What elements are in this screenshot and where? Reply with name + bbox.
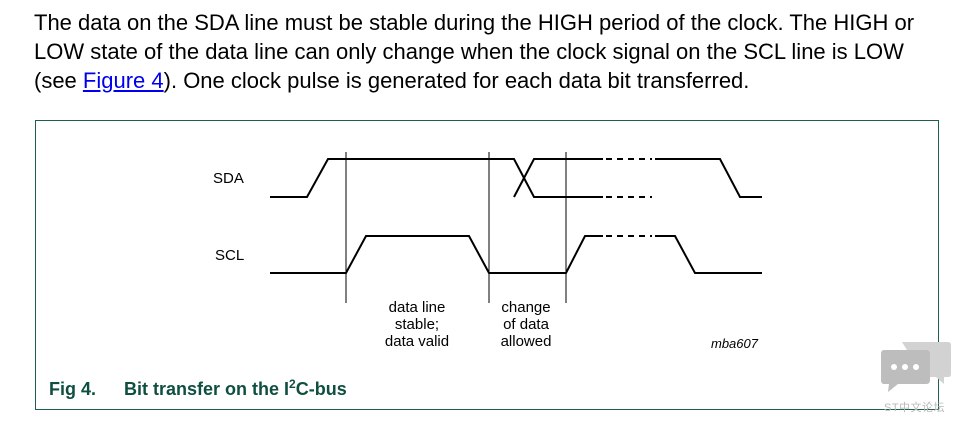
annotation-line: data line	[388, 299, 446, 316]
figure-code: mba607	[711, 336, 758, 351]
annotation-data-stable: data line stable; data valid	[372, 299, 462, 350]
scl-waveform-tail	[655, 235, 762, 274]
caption-number: Fig 4.	[49, 379, 97, 399]
chat-bubble-icon	[881, 342, 951, 392]
sda-waveform-complement	[513, 158, 603, 198]
sda-label: SDA	[213, 170, 244, 187]
caption-title-post: C-bus	[295, 379, 347, 399]
caption-superscript: 2	[289, 377, 296, 391]
annotation-line: stable;	[394, 316, 440, 333]
annotation-line: data valid	[384, 333, 450, 350]
figure-frame	[35, 120, 939, 410]
body-paragraph: The data on the SDA line must be stable …	[34, 8, 934, 95]
paragraph-text-start: The data on the SDA line must be stable …	[34, 10, 915, 93]
annotation-line: change	[501, 299, 551, 316]
watermark-text: ST中文论坛	[884, 402, 946, 414]
annotation-change-allowed: change of data allowed	[488, 299, 564, 350]
figure-4-link[interactable]: Figure 4	[82, 68, 164, 93]
annotation-line: allowed	[500, 333, 552, 350]
paragraph-text-end: ). One clock pulse is generated for each…	[163, 68, 750, 93]
annotation-line: of data	[503, 316, 549, 333]
scl-label: SCL	[215, 247, 245, 264]
sda-waveform-tail	[655, 158, 762, 198]
caption-title-pre: Bit transfer on the I	[124, 379, 290, 399]
figure-caption: Fig 4. Bit transfer on the I2C-bus	[49, 377, 347, 400]
sda-waveform	[270, 158, 603, 198]
scl-waveform	[270, 235, 603, 274]
